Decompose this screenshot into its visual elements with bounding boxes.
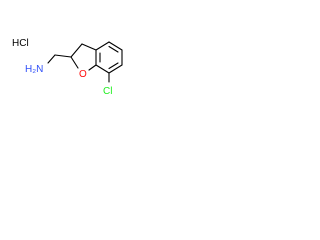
bond-o-c7a <box>88 64 97 71</box>
bond-c3-c2 <box>70 43 83 58</box>
bond-c3a-c3 <box>81 43 97 51</box>
bond-benzene-double-2 <box>108 62 119 70</box>
bond-c2-o <box>70 56 79 69</box>
chlorine-atom-label: Cl <box>103 86 112 97</box>
bond-benzene-2 <box>108 41 123 51</box>
amine-label: H₂N <box>25 64 43 75</box>
bond-c2-ch2 <box>54 54 72 58</box>
chemical-structure-diagram: HCl H₂N O Cl <box>12 38 123 97</box>
bond-benzene-1 <box>95 41 110 51</box>
oxygen-atom-label: O <box>79 69 87 80</box>
bond-benzene-double-1 <box>108 45 119 53</box>
bond-benzene-4 <box>108 64 123 74</box>
bond-ch2-n <box>47 54 56 64</box>
bond-benzene-5 <box>95 64 110 74</box>
salt-label: HCl <box>12 38 29 49</box>
